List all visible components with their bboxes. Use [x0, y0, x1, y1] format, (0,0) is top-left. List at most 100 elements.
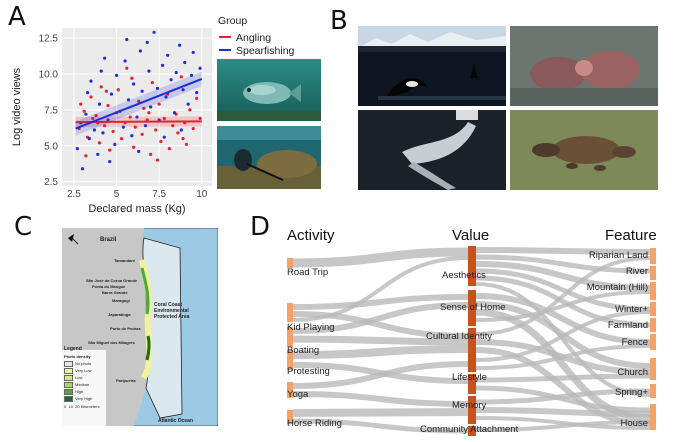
spearfishing-point — [97, 102, 102, 106]
town-label: Paripueira — [116, 378, 136, 383]
spearfishing-point — [80, 167, 85, 171]
flow-band — [475, 261, 651, 291]
feature-node — [650, 334, 656, 350]
spearfishing-point — [101, 131, 105, 135]
flow-band — [292, 345, 469, 359]
angling-point — [131, 145, 136, 149]
spearfishing-point — [155, 86, 160, 90]
feature-label: Church — [617, 367, 648, 378]
value-node — [468, 290, 476, 326]
angling-point — [179, 75, 183, 79]
angling-point — [103, 124, 107, 128]
panel-d-letter: D — [250, 212, 271, 242]
angling-point — [174, 112, 178, 116]
legend-item: High — [64, 388, 100, 395]
spearfishing-point — [143, 124, 148, 128]
feature-label: Fence — [622, 337, 648, 348]
spearfishing-point — [79, 121, 83, 125]
value-node — [468, 396, 476, 424]
spearfishing-point — [179, 128, 183, 132]
angling-point — [149, 152, 153, 156]
x-tick-label: 10 — [196, 189, 208, 200]
flow-band — [475, 293, 651, 345]
angling-point — [155, 158, 160, 162]
activity-label: Kid Playing — [287, 322, 335, 333]
spearfishing-point — [140, 89, 144, 93]
value-node — [468, 246, 476, 286]
feature-label: House — [621, 418, 648, 429]
angling-point — [114, 111, 119, 115]
spearfishing-point — [113, 142, 117, 146]
flow-band — [475, 310, 651, 362]
angling-point — [167, 147, 171, 151]
header-feature: Feature — [605, 227, 657, 244]
spearfishing-point — [92, 128, 96, 132]
spearfishing-point — [130, 134, 134, 138]
legend-item: Medium — [64, 381, 100, 388]
spearfishing-point — [121, 125, 125, 129]
town-label: Japaratinga — [108, 312, 131, 317]
feature-node — [650, 404, 656, 430]
value-label: Cultural Identity — [426, 331, 492, 342]
angling-point — [157, 102, 161, 106]
activity-node — [287, 350, 293, 370]
coral-coast-map — [62, 228, 218, 426]
angling-point — [123, 121, 127, 125]
spearfishing-point — [186, 102, 190, 106]
feature-label: Spring+ — [615, 387, 648, 398]
activity-label: Boating — [287, 345, 319, 356]
spearfishing-point — [131, 82, 136, 86]
angling-point — [137, 99, 141, 103]
angling-point — [77, 126, 81, 131]
spearfishing-point — [160, 63, 165, 67]
spearfishing-point — [126, 98, 131, 102]
flow-band — [292, 335, 469, 346]
orca-photo — [358, 26, 506, 106]
angling-point — [84, 154, 88, 158]
angling-point — [85, 135, 90, 139]
flow-band — [475, 347, 651, 427]
flow-band — [475, 339, 651, 375]
panel-c-letter: C — [14, 212, 33, 242]
y-tick-label: 5.0 — [44, 141, 58, 152]
value-label: Lifestyle — [452, 372, 487, 383]
angling-point — [154, 128, 158, 132]
angling-point — [195, 96, 199, 100]
spearfisher-photo — [217, 126, 321, 189]
flow-band — [475, 344, 651, 370]
spearfishing-point — [169, 78, 173, 82]
activity-label: Road Trip — [287, 267, 328, 278]
angling-point — [184, 142, 189, 146]
angling-point — [116, 88, 120, 92]
flow-band — [475, 275, 651, 328]
x-tick-label: 2.5 — [67, 189, 81, 200]
spearfishing-point — [174, 70, 178, 75]
x-axis-label: Declared mass (Kg) — [88, 203, 185, 215]
spearfishing-point — [191, 50, 195, 55]
ocean-label: Atlantic Ocean — [158, 418, 194, 424]
angling-point — [176, 131, 180, 135]
fit-confidence-band — [75, 71, 202, 136]
spearfishing-point — [138, 49, 143, 53]
flow-band — [475, 308, 651, 422]
feature-node — [650, 318, 656, 332]
spearfishing-point — [178, 43, 182, 47]
legend-spearfishing-label: Spearfishing — [236, 45, 295, 57]
angling-point — [188, 108, 192, 112]
legend-angling-label: Angling — [236, 32, 271, 44]
value-node — [468, 426, 476, 436]
feature-node — [650, 302, 656, 316]
flow-band — [475, 290, 651, 322]
angling-point — [145, 118, 149, 122]
feature-label: Mountain (Hill) — [587, 282, 648, 293]
angling-point — [91, 116, 95, 121]
angling-point — [150, 80, 154, 85]
fish-photo — [217, 59, 321, 121]
spearfishing-point — [198, 66, 202, 70]
fit-confidence-band — [75, 116, 202, 128]
spearfishing-point — [87, 137, 91, 141]
spearfishing-point — [118, 109, 122, 113]
flow-band — [292, 391, 469, 407]
header-activity: Activity — [287, 227, 335, 244]
